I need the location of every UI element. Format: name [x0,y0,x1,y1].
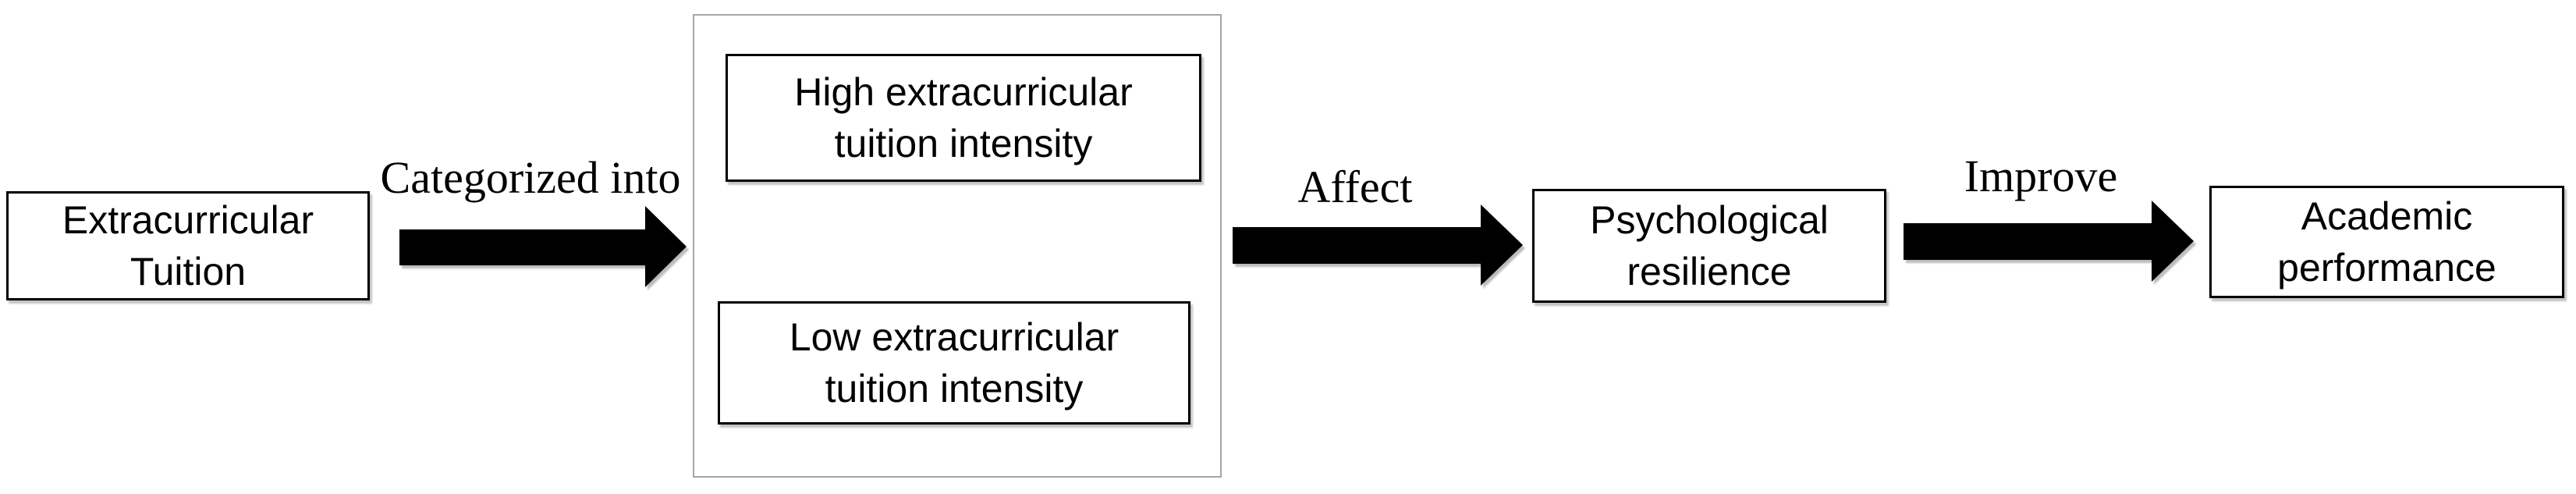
node-extracurricular-tuition-label: Extracurricular Tuition [62,198,314,293]
right-block-arrow-icon [1904,201,2194,282]
node-high-intensity: High extracurricular tuition intensity [726,54,1201,182]
arrow-improve [1904,201,2194,282]
node-psychological-resilience: Psychological resilience [1532,189,1886,303]
arrow-affect [1233,204,1523,286]
node-academic-performance-label: Academic performance [2277,194,2496,290]
right-block-arrow-icon [1233,204,1523,286]
edge-label-affect: Affect [1297,162,1413,212]
arrow-categorized-into [399,206,687,287]
right-block-arrow-icon [399,206,687,287]
node-extracurricular-tuition: Extracurricular Tuition [6,191,370,300]
node-low-intensity-label: Low extracurricular tuition intensity [789,315,1119,410]
node-academic-performance: Academic performance [2209,186,2564,298]
edge-label-improve: Improve [1964,151,2118,201]
node-low-intensity: Low extracurricular tuition intensity [718,301,1190,425]
edge-label-categorized-into: Categorized into [380,152,681,203]
node-psychological-resilience-label: Psychological resilience [1590,198,1829,293]
node-high-intensity-label: High extracurricular tuition intensity [794,70,1133,165]
